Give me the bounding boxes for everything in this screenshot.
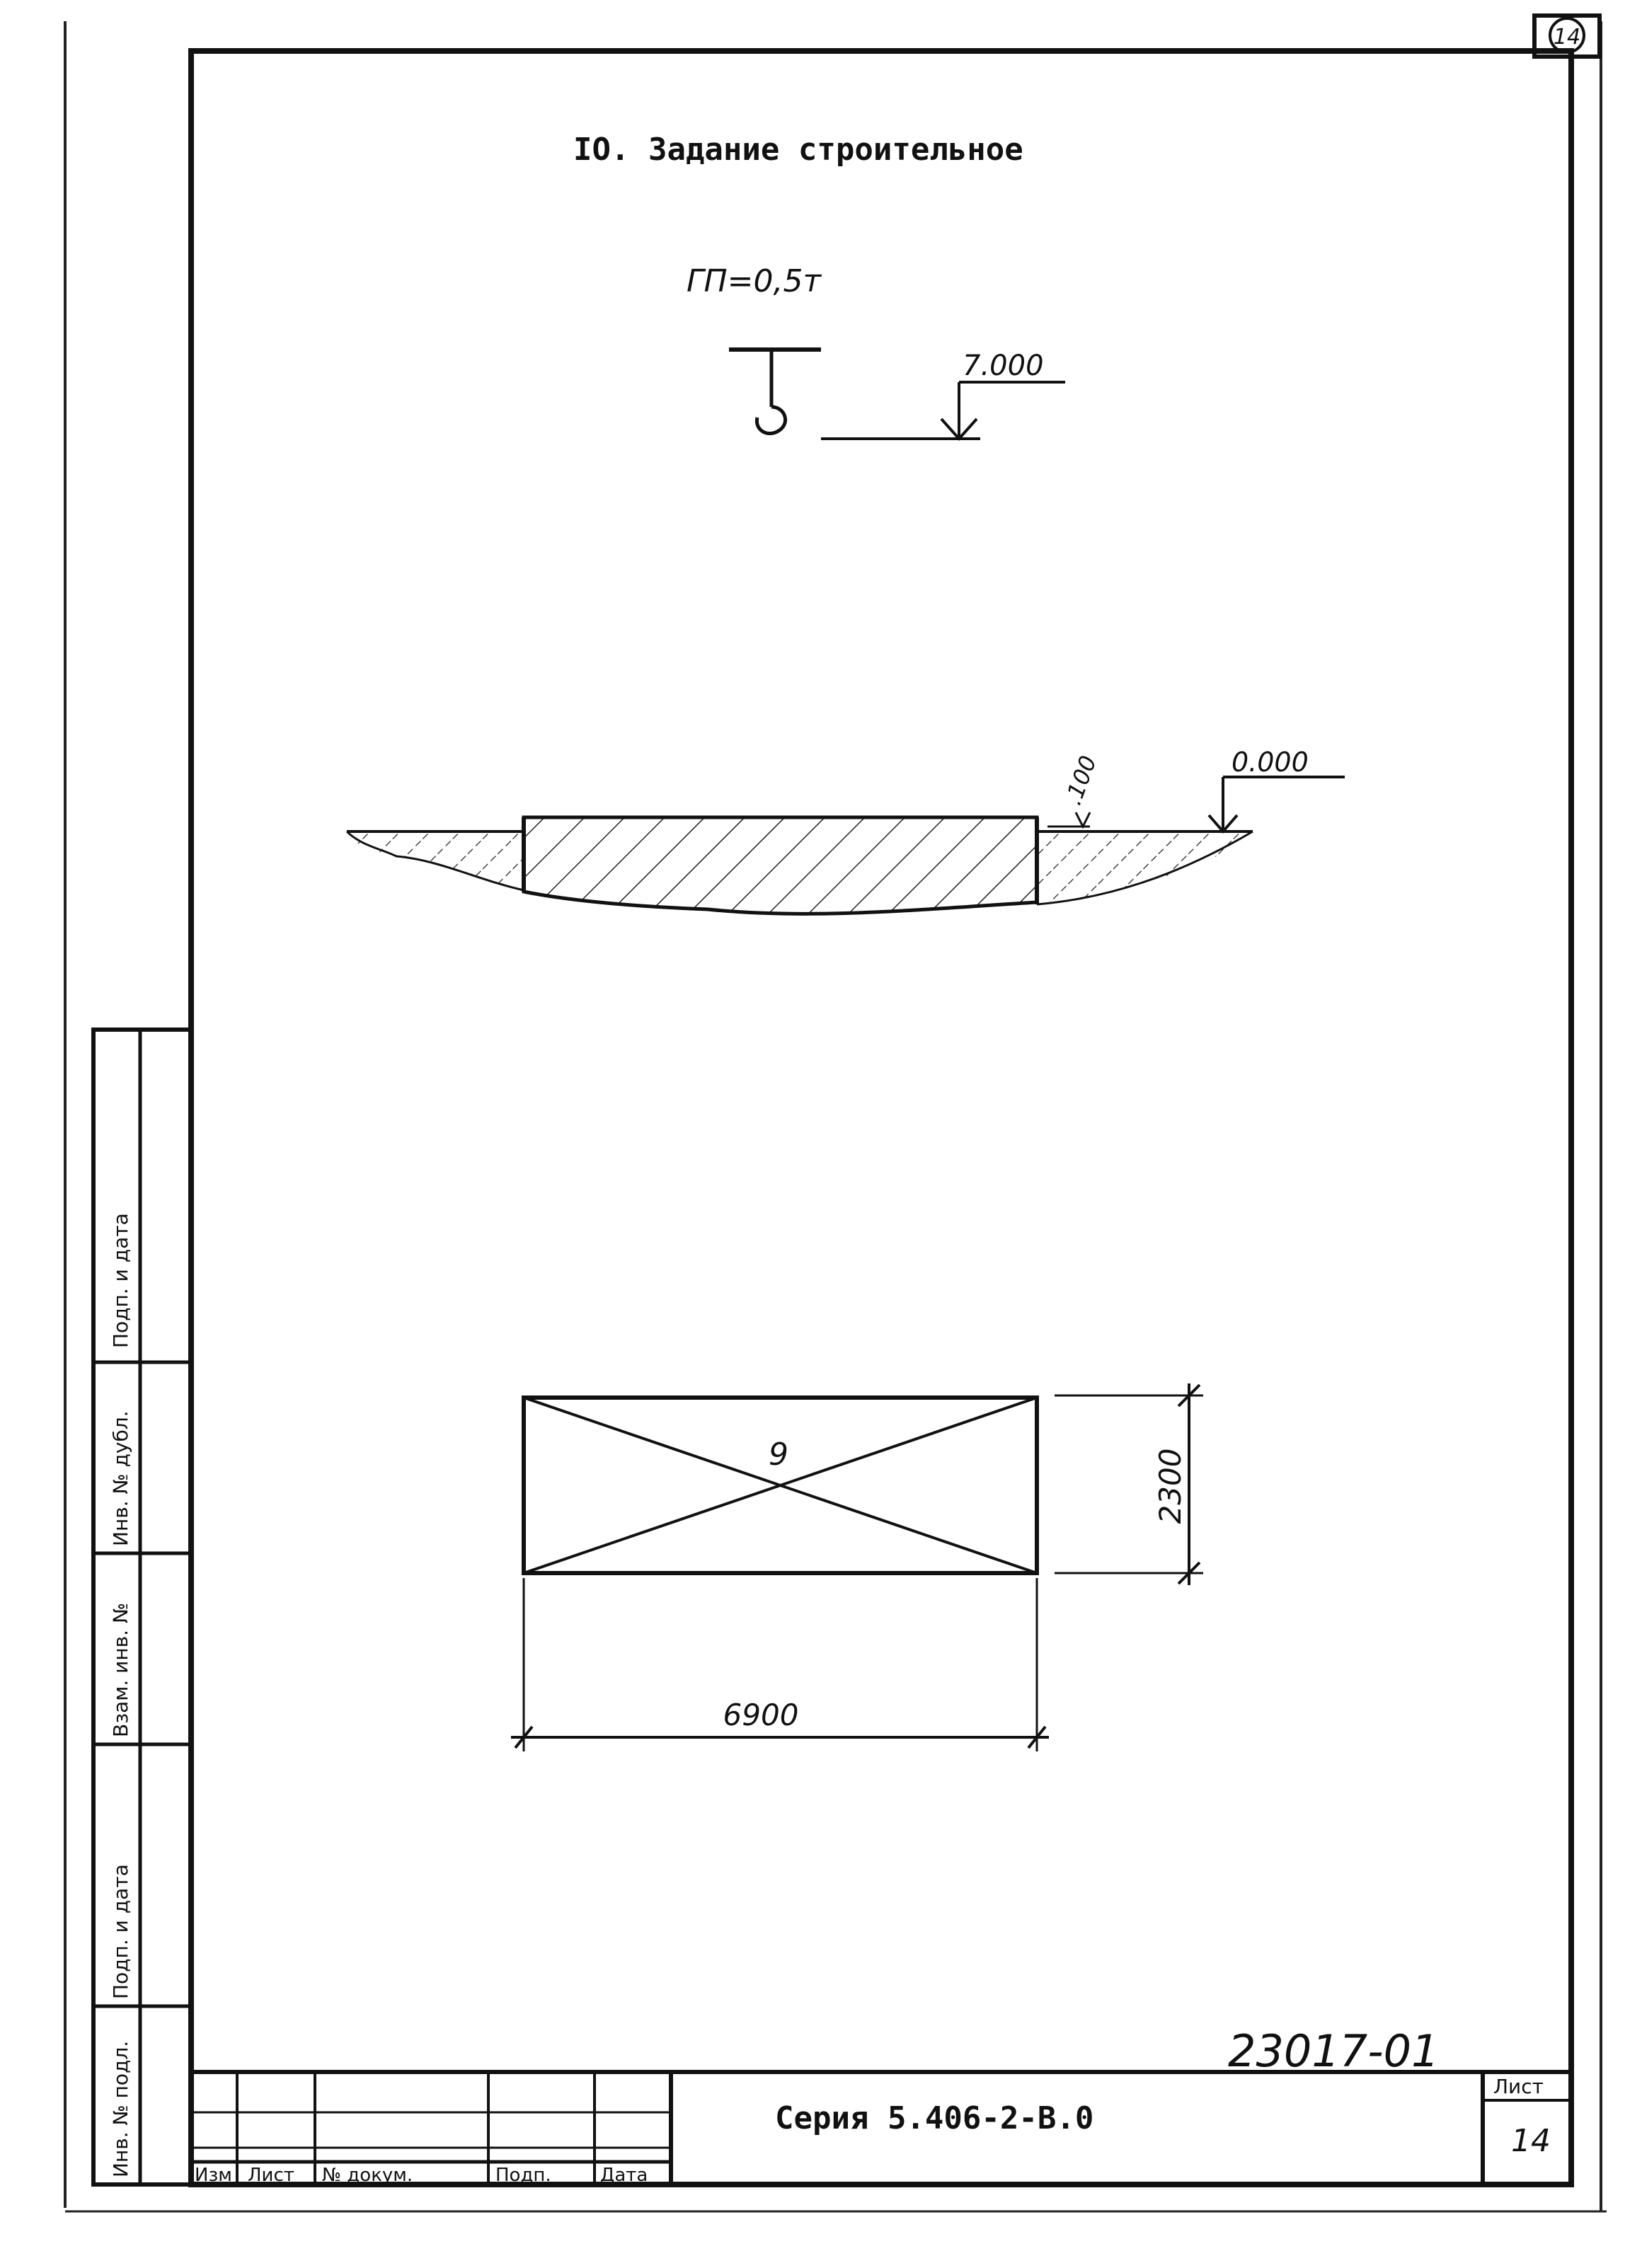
sheet-number: 14 — [1511, 2123, 1551, 2159]
crane-elevation: 7.000 — [963, 350, 1044, 382]
outer-border — [64, 21, 1607, 2213]
ground-elevation: 0.000 — [1232, 747, 1309, 778]
stamp-podp-data-top: Подп. и дата — [109, 1213, 132, 1348]
plan-depth: 2300 — [1153, 1449, 1188, 1524]
sheet-title: IO. Задание строительное — [573, 132, 1023, 168]
top-elevation: .100 — [1060, 752, 1102, 809]
crane-capacity: ГП=0,5т — [687, 263, 822, 299]
col-date: Дата — [600, 2165, 648, 2186]
plan-mark: 9 — [769, 1437, 788, 1473]
stamp-vzam-inv: Взам. инв. № — [109, 1603, 132, 1737]
foundation-plan: 9 2300 6900 — [511, 1383, 1203, 1751]
stamp-inv-podl: Инв. № подл. — [109, 2041, 132, 2177]
sheet-label: Лист — [1493, 2075, 1544, 2098]
col-list: Лист — [248, 2165, 294, 2186]
title-block: Изм Лист № докум. Подп. Дата Серия 5.406… — [191, 2070, 1571, 2186]
stamp-inv-dubl: Инв. № дубл. — [109, 1410, 132, 1546]
project-number: 23017-01 — [1228, 2025, 1440, 2077]
col-sign: Подп. — [495, 2165, 551, 2186]
stamp-podp-data-bottom: Подп. и дата — [109, 1864, 132, 1999]
sheet-mark: 14 — [1532, 13, 1602, 59]
col-doc: № докум. — [322, 2165, 413, 2186]
main-frame — [188, 48, 1574, 2187]
series-label: Серия 5.406-2-В.0 — [775, 2100, 1093, 2136]
col-izm: Изм — [195, 2165, 232, 2186]
sheet-mark-text: 14 — [1554, 25, 1580, 50]
side-stamp: Подп. и дата Инв. № дубл. Взам. инв. № П… — [91, 1027, 193, 2187]
crane-symbol: ГП=0,5т 7.000 — [687, 263, 1065, 442]
plan-width: 6900 — [723, 1698, 799, 1732]
foundation-section: 0.000 .100 — [345, 747, 1345, 916]
